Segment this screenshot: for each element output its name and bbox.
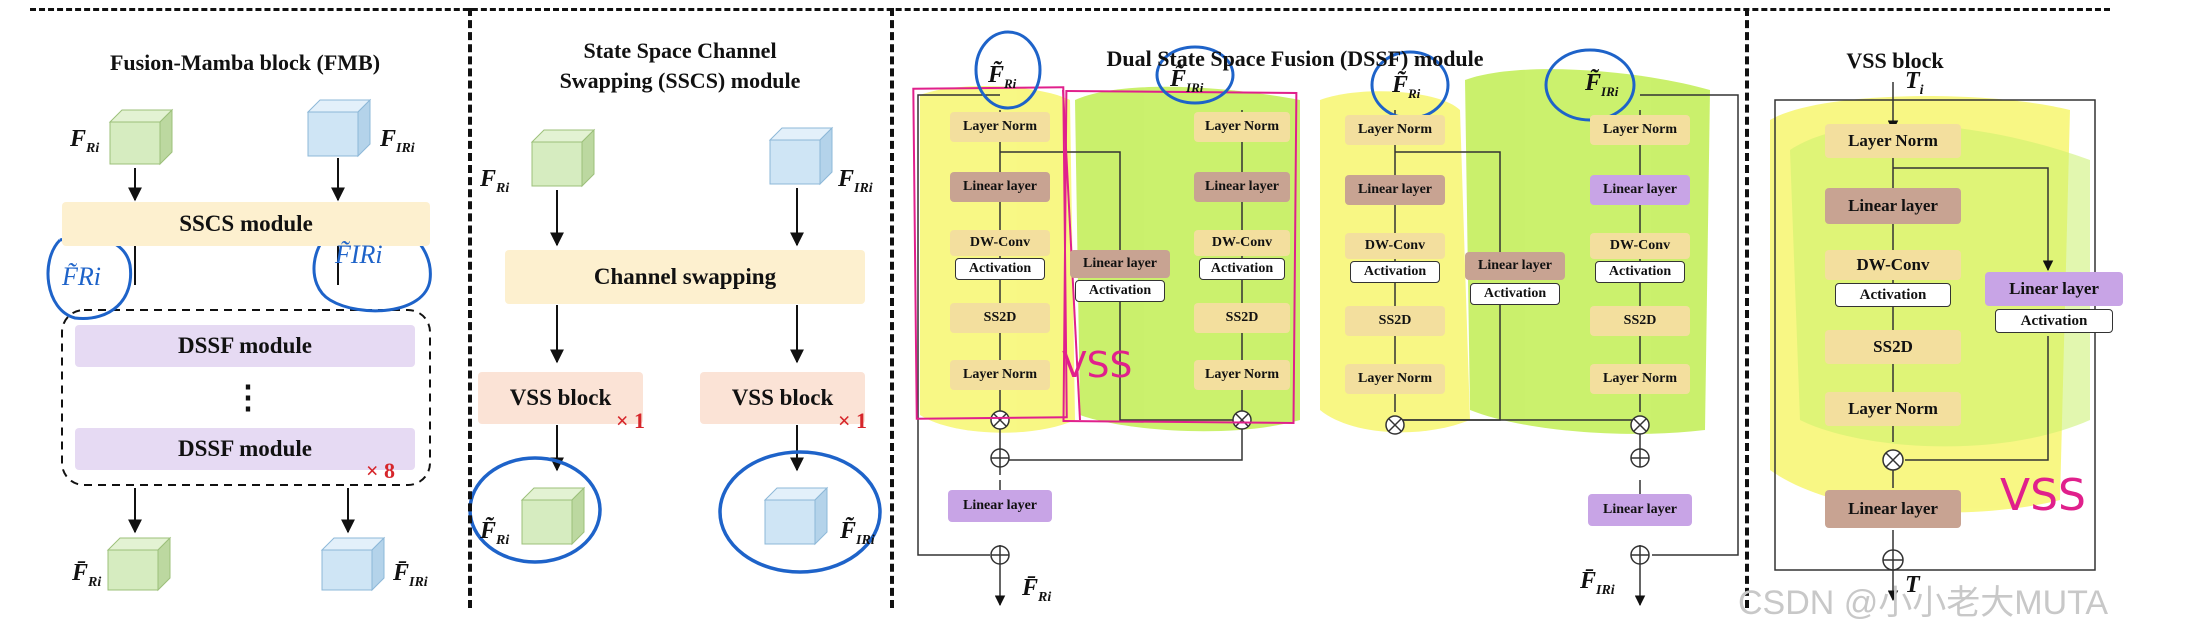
dssf-b-ss2d: SS2D: [1194, 303, 1290, 333]
sscs-repeat-left: × 1: [616, 408, 646, 433]
vss-input-label: Ti: [1905, 68, 1924, 98]
fmb-cube-right: [306, 98, 372, 158]
dssf-b-layer-norm: Layer Norm: [1194, 112, 1290, 142]
dssf-d-linear-layer: Linear layer: [1590, 175, 1690, 205]
dssf-d-layer-norm: Layer Norm: [1590, 115, 1690, 145]
vss-dw-conv: DW-Conv: [1825, 250, 1961, 280]
dssf-output-right-label: F̄IRi: [1580, 568, 1615, 598]
dssf-c-ss2d: SS2D: [1345, 306, 1445, 336]
vss-linear-layer-2: Linear layer: [1825, 490, 1961, 528]
vss-linear-layer-1: Linear layer: [1825, 188, 1961, 224]
fmb-input-left-label: FRi: [70, 126, 100, 156]
vss-layer-norm-1: Layer Norm: [1825, 124, 1961, 158]
fmb-title: Fusion-Mamba block (FMB): [109, 50, 381, 75]
pen-circle-sscs-right: [718, 450, 882, 574]
dssf-output-left-label: F̄Ri: [1022, 575, 1052, 605]
sscs-cube-out-left: [520, 486, 586, 546]
vss-activation-1: Activation: [1835, 283, 1951, 307]
vss-side-linear-layer: Linear layer: [1985, 272, 2123, 306]
dssf-b-layer-norm-2: Layer Norm: [1194, 360, 1290, 390]
dssf-a-dw-conv: DW-Conv: [950, 230, 1050, 256]
dssf-input-c: F̃Ri: [1392, 72, 1421, 101]
dssf-d-activation: Activation: [1595, 261, 1685, 283]
vss-ss2d: SS2D: [1825, 330, 1961, 364]
pen-circle-dssf-a: [974, 30, 1042, 110]
sscs-title-line1: State Space Channel: [583, 38, 777, 63]
dssf-c-linear-layer: Linear layer: [1345, 175, 1445, 205]
dssf-c-layer-norm-2: Layer Norm: [1345, 364, 1445, 394]
fmb-ellipsis: ⋮: [232, 379, 264, 415]
sscs-repeat-right: × 1: [838, 408, 868, 433]
vss-pen-label: VSS: [2000, 470, 2086, 521]
dssf-pen-vss-label: VSS: [1062, 345, 1133, 386]
vss-side-activation: Activation: [1995, 309, 2113, 333]
sscs-channel-swapping-box: Channel swapping: [505, 250, 865, 304]
dssf-d-ss2d: SS2D: [1590, 306, 1690, 336]
sscs-output-right-label: F̃IRi: [840, 518, 875, 548]
dssf-c-side-activation: Activation: [1470, 283, 1560, 305]
fmb-dssf-module-box-2: DSSF module: [75, 428, 415, 470]
dssf-title: Dual State Space Fusion (DSSF) module: [1106, 46, 1484, 71]
sscs-input-left-label: FRi: [480, 166, 510, 196]
fmb-cube-left: [108, 108, 174, 166]
fmb-output-right-label: F̄IRi: [393, 560, 428, 590]
pen-circle-dssf-b: [1155, 45, 1235, 105]
sscs-output-left-label: F̃Ri: [480, 518, 510, 548]
sscs-vss-block-left: VSS block: [478, 372, 643, 424]
panel-divider-2: [890, 8, 894, 608]
fmb-pen-label-right: F̃IRi: [335, 240, 383, 269]
fmb-cube-out-right: [320, 536, 386, 592]
vss-title: VSS block: [1846, 48, 1944, 73]
dssf-a-ss2d: SS2D: [950, 303, 1050, 333]
dssf-a-linear-layer: Linear layer: [950, 172, 1050, 202]
fmb-dssf-stack-frame: [61, 309, 431, 486]
fmb-output-left-label: F̄Ri: [72, 560, 102, 590]
vss-output-label: T: [1905, 572, 1920, 598]
dssf-input-d: F̃IRi: [1585, 70, 1619, 99]
fmb-cube-out-left: [106, 536, 172, 592]
top-dashed-border: [30, 8, 2110, 11]
panel-divider-1: [468, 8, 472, 608]
fmb-repeat-count: × 8: [366, 458, 396, 483]
dssf-a-side-linear: Linear layer: [1070, 250, 1170, 278]
sscs-title-line2: Swapping (SSCS) module: [559, 68, 801, 93]
dssf-a-layer-norm-2: Layer Norm: [950, 360, 1050, 390]
dssf-d-output-linear: Linear layer: [1588, 494, 1692, 526]
dssf-b-dw-conv: DW-Conv: [1194, 230, 1290, 256]
sscs-input-right-label: FIRi: [838, 166, 873, 196]
dssf-c-layer-norm: Layer Norm: [1345, 115, 1445, 145]
fmb-input-right-label: FIRi: [380, 126, 415, 156]
vss-layer-norm-2: Layer Norm: [1825, 392, 1961, 426]
dssf-a-layer-norm: Layer Norm: [950, 112, 1050, 142]
dssf-c-activation: Activation: [1350, 261, 1440, 283]
dssf-d-dw-conv: DW-Conv: [1590, 233, 1690, 259]
dssf-a-activation: Activation: [955, 258, 1045, 280]
sscs-cube-right: [768, 126, 834, 186]
panel-divider-3: [1745, 8, 1749, 608]
fmb-dssf-module-box-1: DSSF module: [75, 325, 415, 367]
dssf-c-dw-conv: DW-Conv: [1345, 233, 1445, 259]
dssf-b-activation: Activation: [1199, 258, 1285, 280]
fmb-sscs-module-box: SSCS module: [62, 202, 430, 246]
dssf-a-side-activation: Activation: [1075, 280, 1165, 302]
dssf-a-output-linear: Linear layer: [948, 490, 1052, 522]
fmb-pen-label-left: F̃Ri: [62, 262, 101, 291]
vss-outer-frame: [1774, 99, 2096, 571]
sscs-vss-block-right: VSS block: [700, 372, 865, 424]
dssf-input-b: F̃IRi: [1170, 66, 1204, 95]
dssf-c-side-linear: Linear layer: [1465, 252, 1565, 280]
dssf-input-a: F̃Ri: [988, 62, 1017, 91]
dssf-b-linear-layer: Linear layer: [1194, 172, 1290, 202]
dssf-multiply-nodes: [990, 410, 1650, 565]
csdn-watermark: CSDN @小小老大MUTA: [1738, 584, 2109, 622]
sscs-cube-left: [530, 128, 596, 188]
dssf-d-layer-norm-2: Layer Norm: [1590, 364, 1690, 394]
sscs-cube-out-right: [763, 486, 829, 546]
